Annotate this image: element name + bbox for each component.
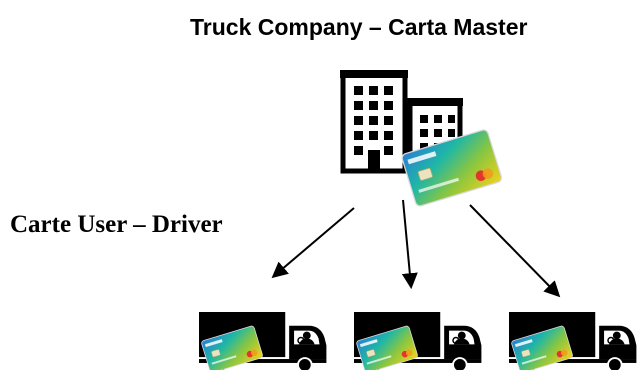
truck-1 <box>198 311 328 370</box>
arrow-to-truck-1 <box>271 207 355 279</box>
arrow-to-truck-3 <box>469 204 561 298</box>
arrow-to-truck-2 <box>401 199 418 290</box>
truck-3 <box>508 311 638 370</box>
master-label: Truck Company – Carta Master <box>190 14 528 40</box>
truck-2 <box>353 311 483 370</box>
user-label: Carte User – Driver <box>10 211 223 238</box>
